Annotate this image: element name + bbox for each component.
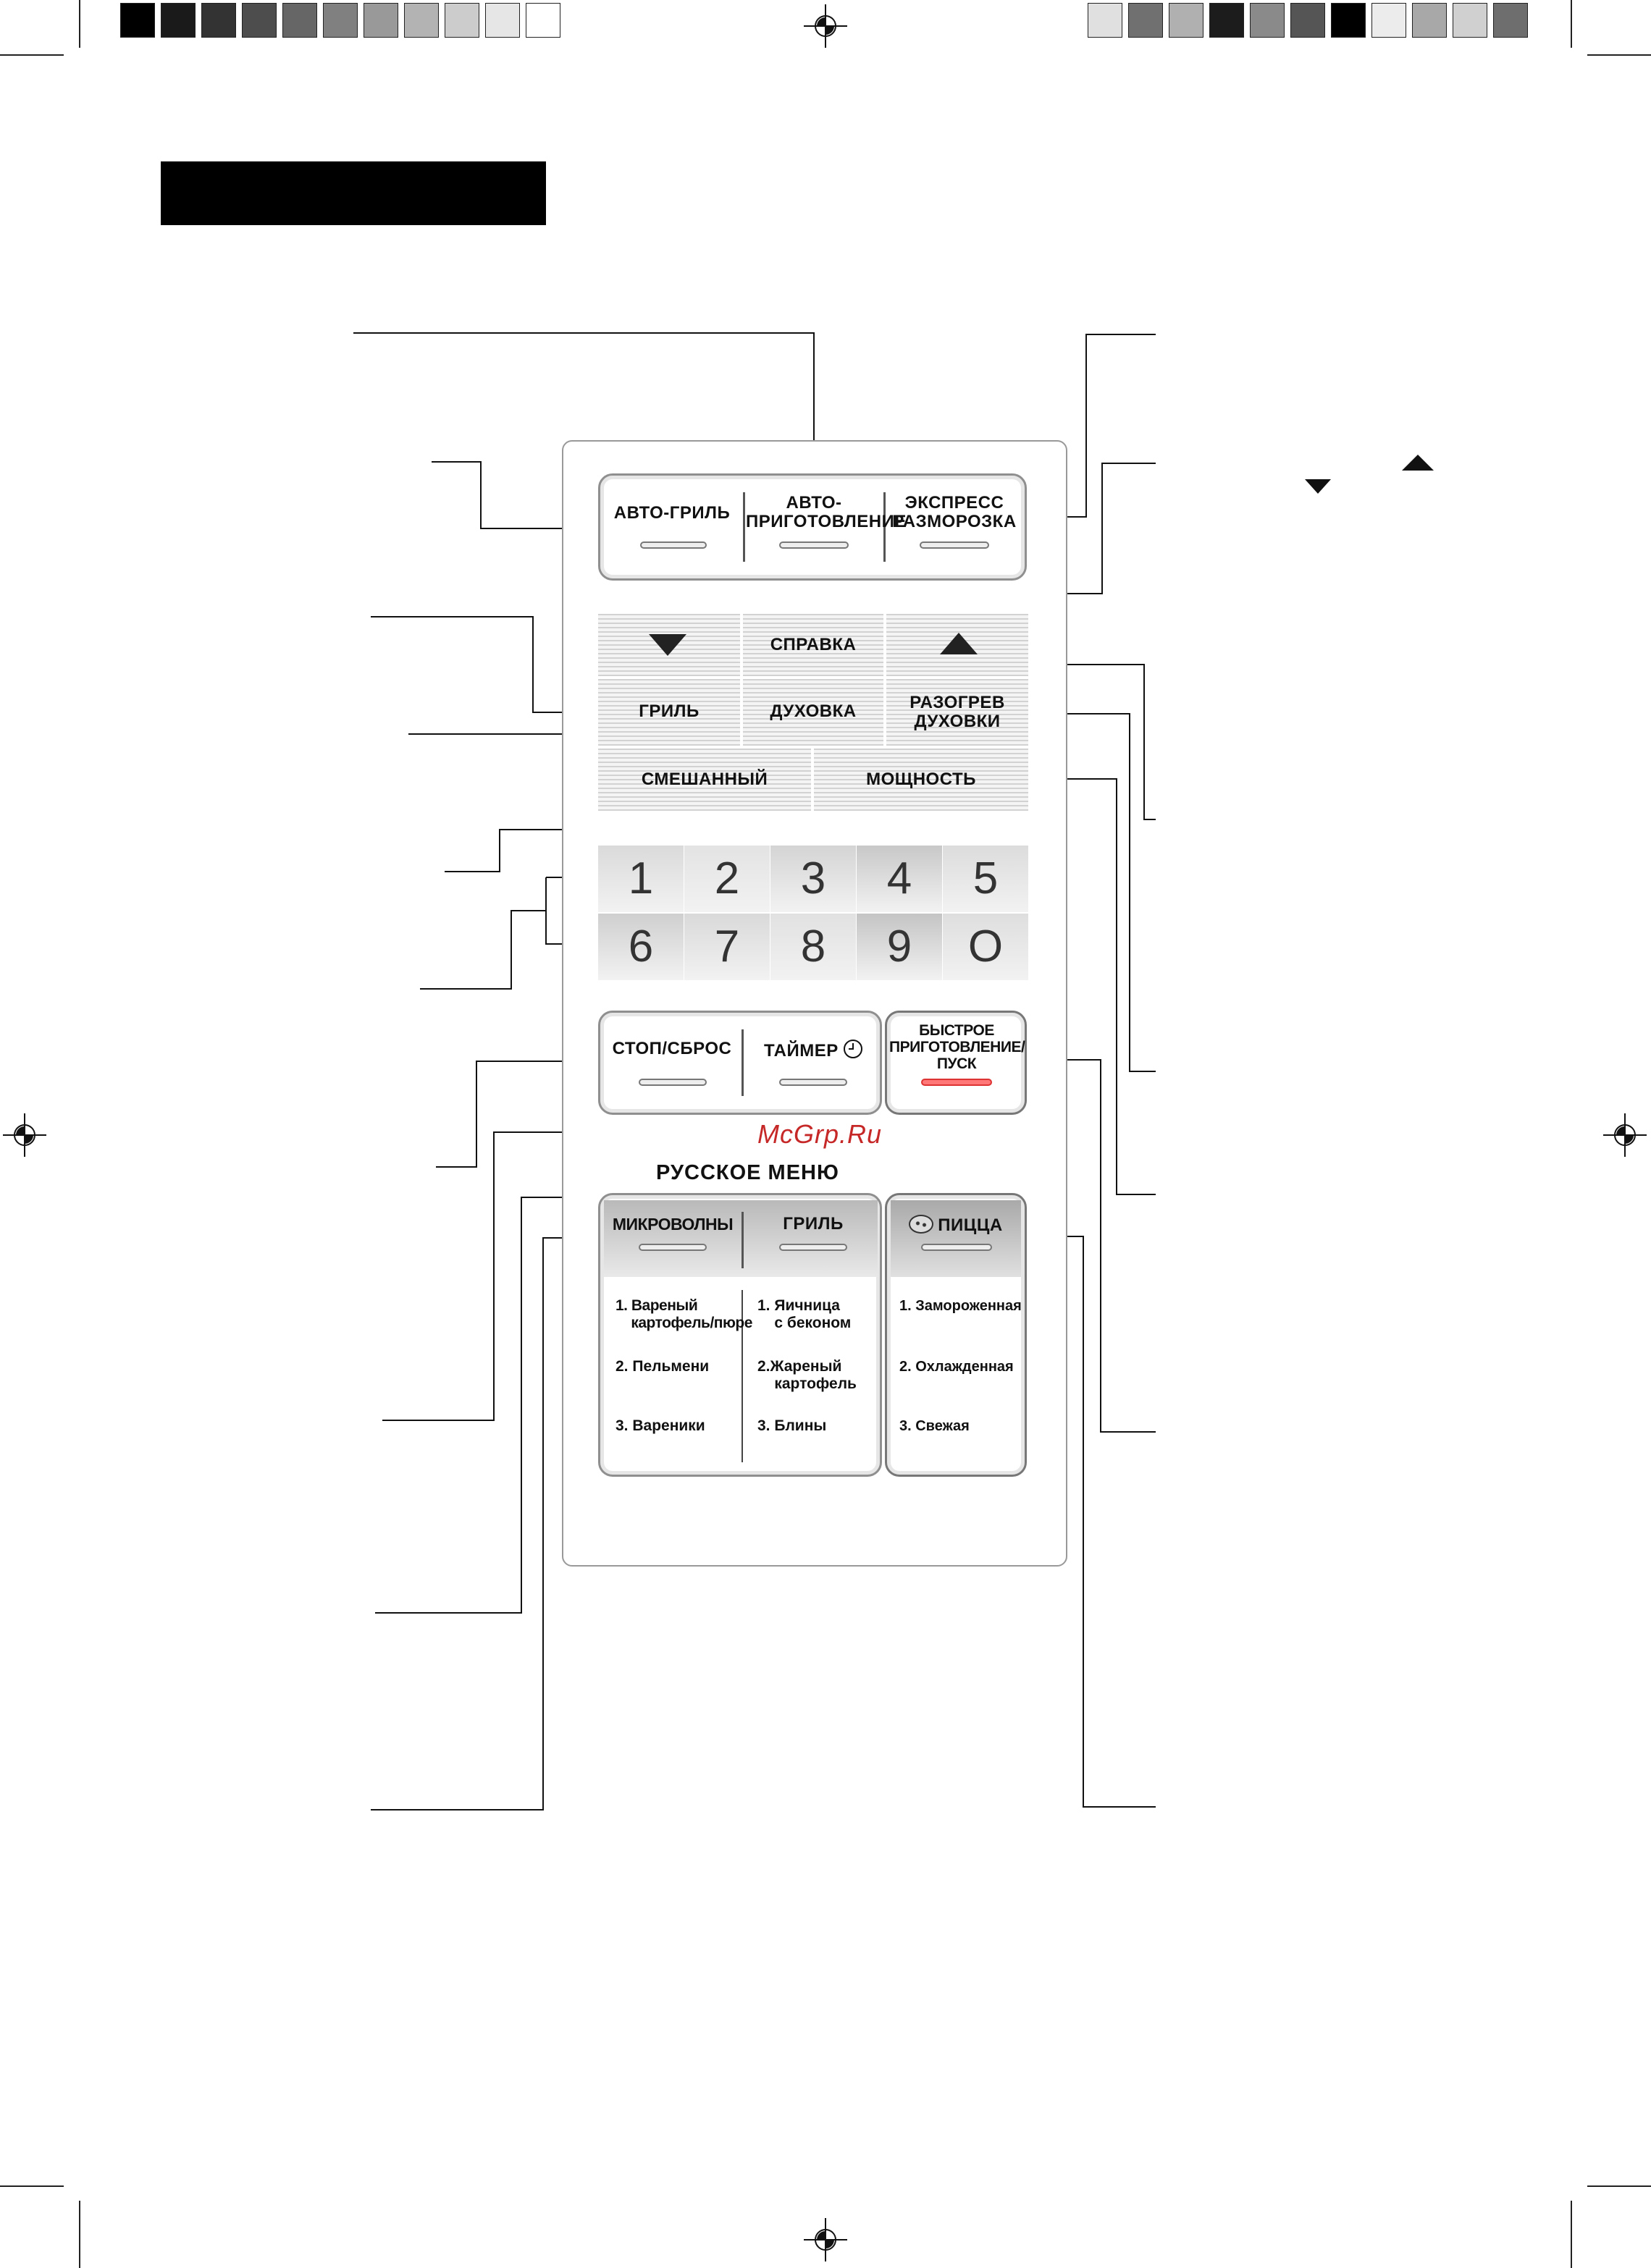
number-key-2[interactable]: 2 [684,846,771,914]
pizza-header-bar [891,1200,1021,1277]
number-key-6[interactable]: 6 [598,914,685,982]
auto-cook-label: АВТО- ПРИГОТОВЛЕНИЕ [746,493,907,531]
stop-reset-label: СТОП/СБРОС [612,1039,732,1058]
help-label: СПРАВКА [770,635,857,654]
top-button-group [598,473,1027,581]
grill-menu-indicator [779,1244,847,1251]
section-title-bar [161,161,546,225]
timer-label: ТАЙМЕР [764,1041,839,1061]
watermark: McGrp.Ru [757,1119,883,1149]
down-triangle-icon [1305,479,1331,494]
oven-button[interactable] [743,679,883,746]
number-key-3[interactable]: 3 [770,846,857,914]
menu-header-bar [604,1200,878,1277]
combi-label: СМЕШАННЫЙ [641,770,768,789]
pizza-menu-label: ПИЦЦА [938,1215,1003,1235]
separator [743,492,745,562]
quick-start-indicator [921,1079,992,1086]
stop-reset-indicator [639,1079,707,1086]
express-defrost-button[interactable]: ЭКСПРЕСС РАЗМОРОЗКА [885,494,1024,531]
separator [883,492,886,562]
express-defrost-indicator [920,541,989,549]
microwave-item-1: 1. Вареный картофель/пюре [616,1297,752,1331]
preheat-oven-button[interactable] [886,679,1028,746]
pizza-item-1: 1. Замороженная [899,1298,1022,1314]
combi-button[interactable] [598,749,811,811]
number-key-7[interactable]: 7 [684,914,771,982]
grill-item-2: 2.Жареный картофель [757,1358,857,1392]
separator [742,1212,744,1268]
up-triangle-icon [940,633,978,654]
power-label: МОЩНОСТЬ [866,770,976,789]
pizza-menu-indicator [921,1244,992,1251]
oven-label: ДУХОВКА [770,701,857,721]
russian-menu-title: РУССКОЕ МЕНЮ [656,1161,839,1184]
stop-timer-group [598,1011,882,1115]
help-button[interactable] [743,614,883,676]
express-defrost-label: ЭКСПРЕСС РАЗМОРОЗКА [892,493,1017,531]
timer-indicator [779,1079,847,1086]
number-key-1[interactable]: 1 [598,846,685,914]
auto-cook-button[interactable]: АВТО- ПРИГОТОВЛЕНИЕ [746,494,906,531]
number-key-4[interactable]: 4 [857,846,944,914]
preheat-oven-label: РАЗОГРЕВ ДУХОВКИ [909,693,1005,731]
quick-start-label: БЫСТРОЕ ПРИГОТОВЛЕНИЕ/ ПУСК [889,1022,1025,1072]
down-triangle-icon [649,634,686,656]
up-triangle-icon [1402,455,1434,471]
auto-cook-indicator [779,541,849,549]
pizza-item-3: 3. Свежая [899,1418,970,1434]
microwave-menu-indicator [639,1244,707,1251]
number-key-9[interactable]: 9 [857,914,944,982]
auto-grill-button[interactable]: АВТО-ГРИЛЬ [605,504,739,523]
grill-item-3: 3. Блины [757,1417,827,1434]
grill-menu-button[interactable]: ГРИЛЬ [746,1215,881,1234]
pizza-icon [909,1215,934,1234]
stop-reset-button[interactable]: СТОП/СБРОС [605,1040,739,1058]
timer-button[interactable]: ТАЙМЕР [746,1040,881,1061]
grill-mode-label: ГРИЛЬ [639,701,700,721]
number-key-5[interactable]: 5 [943,846,1030,914]
power-button[interactable] [814,749,1028,811]
auto-grill-indicator [640,541,707,549]
grill-mode-button[interactable] [598,679,740,746]
separator [742,1290,743,1462]
microwave-item-3: 3. Вареники [616,1417,705,1434]
number-key-8[interactable]: 8 [770,914,857,982]
auto-grill-label: АВТО-ГРИЛЬ [613,503,731,523]
microwave-menu-label: МИКРОВОЛНЫ [612,1215,734,1234]
number-key-O[interactable]: O [943,914,1030,982]
pizza-menu-button[interactable]: ПИЦЦА [892,1215,1020,1235]
microwave-menu-button[interactable]: МИКРОВОЛНЫ [608,1215,737,1234]
clock-icon [843,1040,862,1058]
separator [742,1029,744,1096]
microwave-item-2: 2. Пельмени [616,1358,710,1375]
quick-start-button[interactable]: БЫСТРОЕ ПРИГОТОВЛЕНИЕ/ ПУСК [889,1022,1025,1072]
quick-start-group [885,1011,1027,1115]
grill-menu-label: ГРИЛЬ [783,1214,844,1234]
pizza-item-2: 2. Охлажденная [899,1359,1014,1375]
grill-item-1: 1. Яичница с беконом [757,1297,852,1331]
